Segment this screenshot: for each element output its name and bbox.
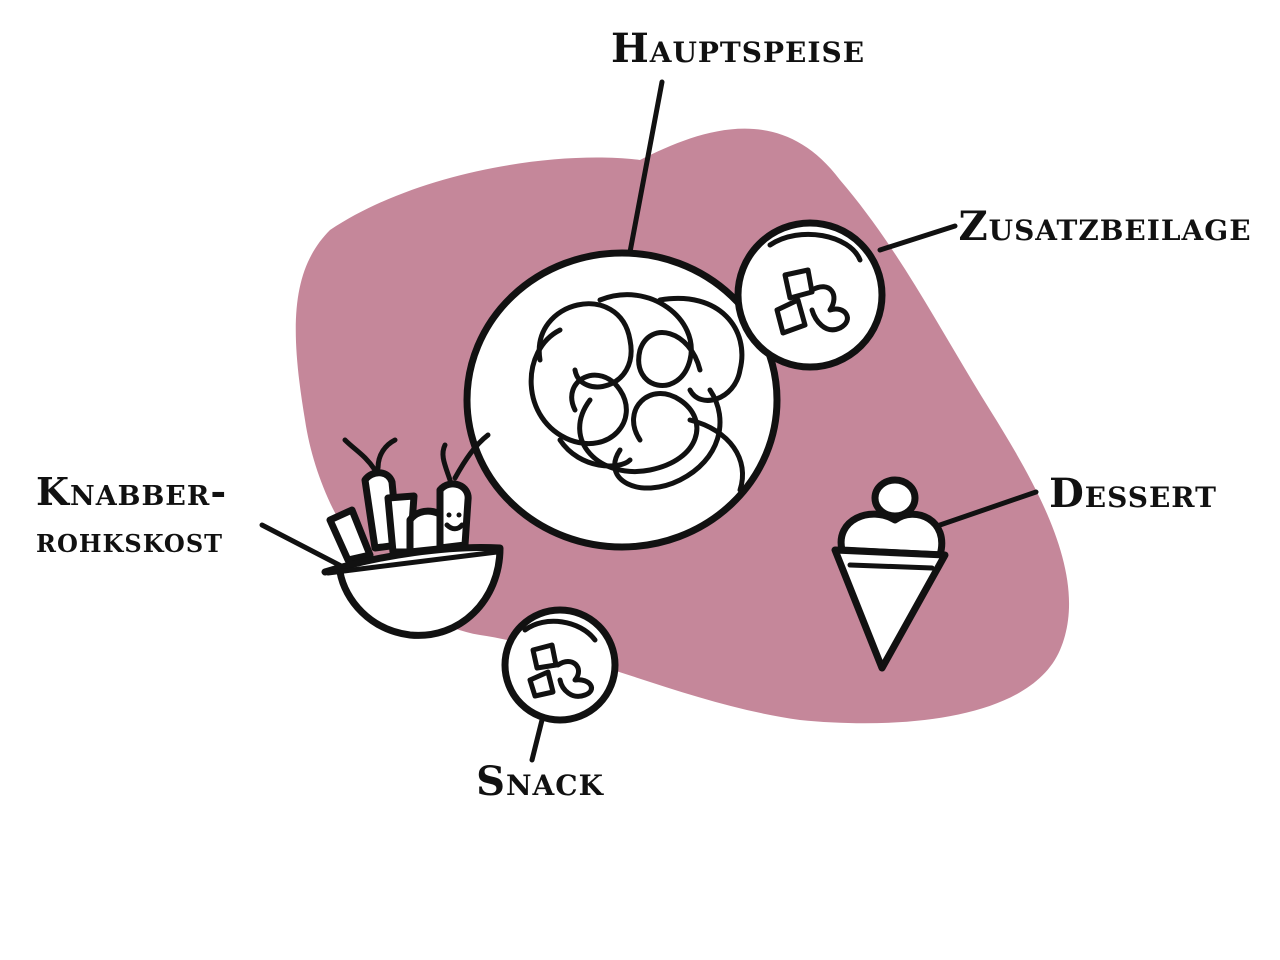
veggies-label-line1: Knabber- xyxy=(36,469,227,514)
spaghetti-plate-icon xyxy=(463,249,781,551)
spaghetti-noodles xyxy=(528,292,746,493)
dessert-label: Dessert xyxy=(1049,470,1217,517)
veggies-label-line2: rohkskost xyxy=(36,521,223,561)
snack-bowl-icon xyxy=(501,606,619,724)
vegetable-bowl-icon xyxy=(321,432,504,639)
snack-label: Snack xyxy=(476,758,604,805)
side-bowl-icon xyxy=(734,219,886,371)
side-dish-label: Zusatzbeilage xyxy=(958,203,1251,250)
main-dish-label: Hauptspeise xyxy=(611,25,865,72)
ice-cream-cone-icon xyxy=(831,476,949,672)
dessert-leader-line xyxy=(937,489,1039,528)
veggies-leader-line xyxy=(259,522,348,571)
side-dish-leader-line xyxy=(877,223,958,253)
main-dish-leader-line xyxy=(627,79,665,255)
